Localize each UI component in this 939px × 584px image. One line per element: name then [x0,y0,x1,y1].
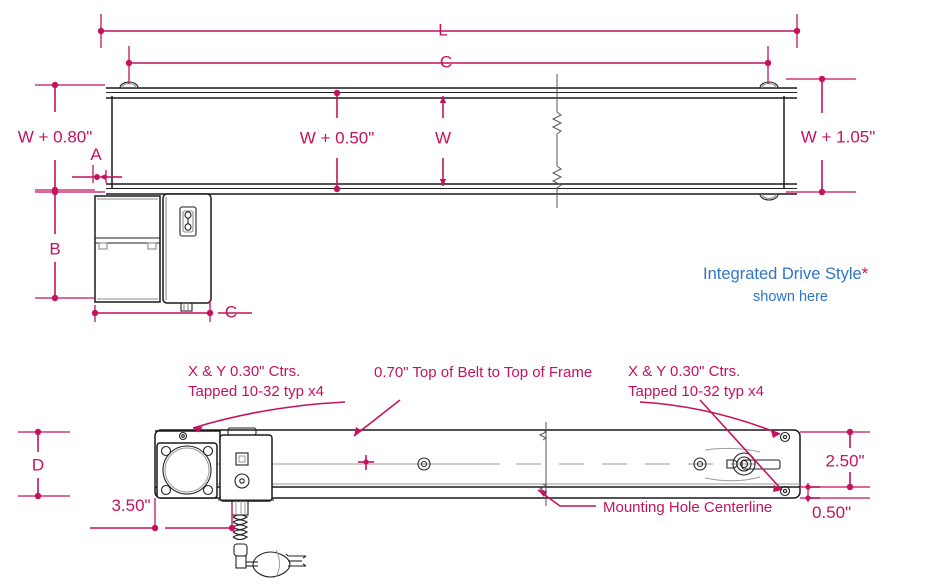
dim-overall-length: L [438,20,447,39]
callout-line2-text: shown here [753,289,828,305]
dim-height-left: W + 0.80" [18,127,93,146]
top-view-annotations: D 3.50" 2.50" 0.50" [18,363,870,532]
dim-edge-to-centerline: 0.50" [812,503,851,522]
annotation-tapped-right-line2: Tapped 10-32 typ x4 [628,383,764,400]
dim-center-length: C [440,52,452,71]
dim-height-right: W + 1.05" [801,127,876,146]
callout-line1-text: Integrated Drive Style [703,265,862,283]
dim-drive-height-b: B [49,239,60,258]
side-view-dimensions: L C W + 0.80" W + 0.50" [18,14,876,322]
annotation-tapped-right-line1: X & Y 0.30" Ctrs. [628,363,740,380]
dim-offset-a: A [90,145,102,164]
annotation-tapped-left-line1: X & Y 0.30" Ctrs. [188,363,300,380]
dim-drive-length-c: C [225,302,237,321]
dim-width-d: D [32,455,44,474]
annotation-belt-to-frame: 0.70" Top of Belt to Top of Frame [374,364,592,381]
dim-frame-width: 2.50" [825,451,864,470]
annotation-tapped-left-line2: Tapped 10-32 typ x4 [188,383,324,400]
asterisk-marker: * [861,264,869,283]
side-view-geometry [94,74,797,312]
annotation-mounting-hole-centerline: Mounting Hole Centerline [603,499,772,516]
top-view-geometry [154,422,801,578]
dim-drive-offset: 3.50" [111,496,150,515]
integrated-drive-callout: Integrated Drive Style* [703,263,868,285]
dim-belt-width: W [435,128,451,147]
dim-belt-width-plus: W + 0.50" [300,128,375,147]
